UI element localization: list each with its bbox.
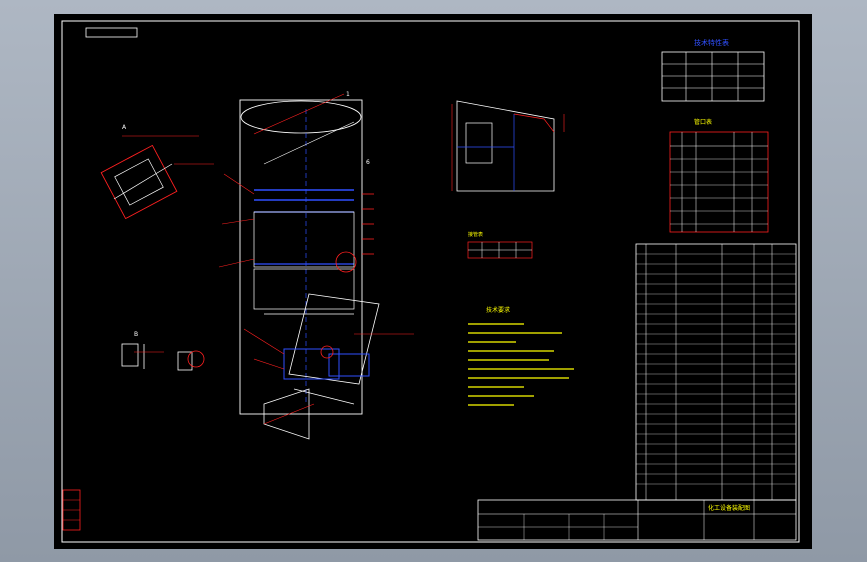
outer-border	[61, 20, 800, 543]
notes-title: 技术要求	[486, 306, 510, 314]
main-vessel-view: 1 6	[218, 91, 414, 440]
tech-params-title: 技术特性表	[694, 38, 729, 47]
main-view-dim-a: 1	[346, 91, 350, 98]
side-view	[451, 100, 565, 192]
tech-params-table: 技术特性表	[661, 38, 765, 102]
nozzle-table: 管口表	[669, 118, 769, 233]
main-view-dim-b: 6	[366, 159, 370, 166]
left-margin-stamp	[62, 489, 81, 531]
parts-list	[635, 243, 797, 501]
small-table-title: 接管表	[468, 231, 483, 238]
drawing-svg: 1 6 A B 技术特性表	[61, 20, 800, 543]
detail-b-view: B	[121, 331, 205, 371]
small-table: 接管表	[467, 231, 533, 259]
technical-notes: 技术要求	[468, 306, 574, 406]
detail-a-label: A	[122, 124, 127, 131]
corner-stamp-box	[85, 27, 138, 38]
detail-b-label: B	[134, 331, 138, 338]
title-block-main-title: 化工设备装配图	[708, 504, 750, 512]
title-block: 化工设备装配图	[477, 499, 797, 541]
cad-drawing-sheet: 1 6 A B 技术特性表	[54, 14, 812, 549]
nozzle-table-title: 管口表	[694, 118, 712, 126]
detail-a-view: A	[100, 124, 214, 220]
